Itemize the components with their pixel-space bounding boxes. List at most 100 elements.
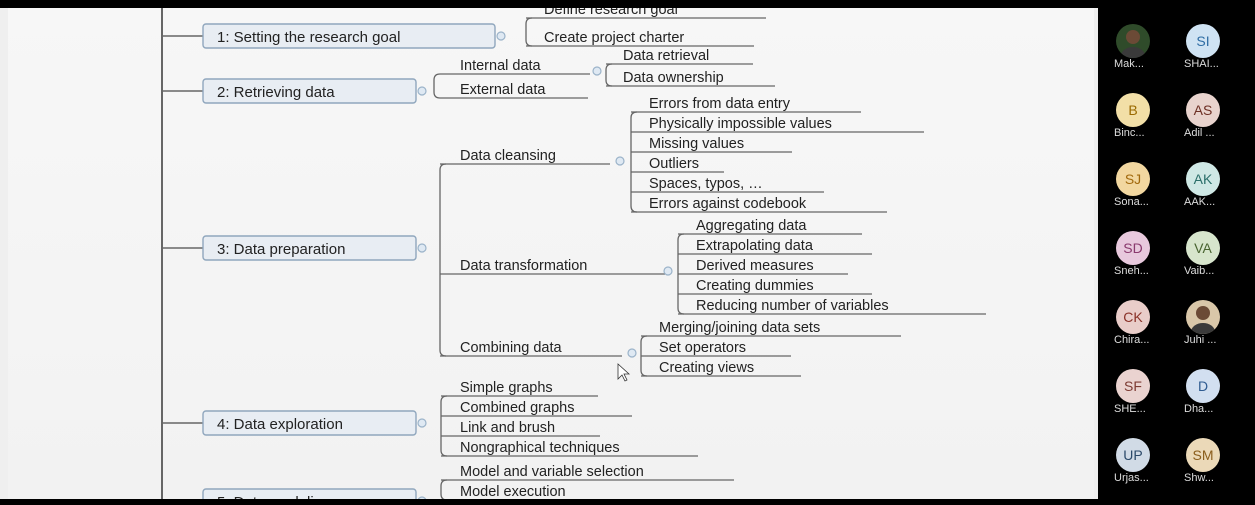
group-label: External data: [460, 82, 546, 98]
person-photo-icon: [1121, 30, 1145, 58]
leaf-label: Data ownership: [623, 70, 724, 86]
leaf-label: Define research goal: [544, 2, 678, 18]
participant-name: Vaib...: [1184, 265, 1215, 277]
participant-name: Sona...: [1114, 196, 1149, 208]
screen-share-view: 1: Setting the research goal 2: Retrievin…: [0, 0, 1098, 505]
stage-label: 5: Data modeling: [217, 494, 330, 505]
collapse-toggle-icon: [496, 31, 506, 41]
stage-box: [202, 488, 417, 499]
group-label: Data transformation: [460, 258, 587, 274]
branch-bracket: [525, 17, 533, 47]
participant-photo: [1186, 300, 1220, 334]
stage-label: 1: Setting the research goal: [217, 29, 400, 46]
participant-photo: [1116, 24, 1150, 58]
leaf-label: Nongraphical techniques: [460, 440, 620, 456]
participant-name: Sneh...: [1114, 265, 1149, 277]
leaf-label: Missing values: [649, 136, 744, 152]
participant-name: Shw...: [1184, 472, 1214, 484]
branch-bracket: [439, 163, 447, 357]
stage-label: 2: Retrieving data: [217, 84, 335, 101]
leaf-label: Model and variable selection: [460, 464, 644, 480]
participant-avatar: D: [1186, 369, 1220, 403]
participant-name: Juhi ...: [1184, 334, 1217, 346]
participant-avatar: SM: [1186, 438, 1220, 472]
stage-box: [202, 78, 417, 104]
leaf-label: Creating dummies: [696, 278, 814, 294]
leaf-label: Spaces, typos, …: [649, 176, 763, 192]
collapse-toggle-icon: [417, 86, 427, 96]
participant-tile[interactable]: Juhi ...: [1176, 290, 1236, 350]
participant-avatar: AS: [1186, 93, 1220, 127]
participant-avatar: B: [1116, 93, 1150, 127]
participant-avatar: UP: [1116, 438, 1150, 472]
leaf-label: Derived measures: [696, 258, 814, 274]
group-label: Internal data: [460, 58, 542, 74]
leaf-label: Link and brush: [460, 420, 555, 436]
leaf-label: Errors against codebook: [649, 196, 807, 212]
participant-avatar: SJ: [1116, 162, 1150, 196]
participant-name: Adil ...: [1184, 127, 1215, 139]
participant-avatar: CK: [1116, 300, 1150, 334]
leaf-label: Data retrieval: [623, 48, 709, 64]
participant-name: Mak...: [1114, 58, 1144, 70]
collapse-toggle-icon: [417, 243, 427, 253]
participant-name: Chira...: [1114, 334, 1150, 346]
stage-box: [202, 410, 417, 436]
participant-name: Binc...: [1114, 127, 1145, 139]
participant-avatar: SI: [1186, 24, 1220, 58]
participant-name: AAK...: [1184, 196, 1216, 208]
person-photo-icon: [1191, 306, 1215, 334]
participant-name: Urjas...: [1114, 472, 1149, 484]
participant-avatar: AK: [1186, 162, 1220, 196]
collapse-toggle-icon: [592, 66, 602, 76]
participant-tile[interactable]: Mak...: [1106, 14, 1166, 74]
leaf-label: Simple graphs: [460, 380, 553, 396]
participant-avatar: SF: [1116, 369, 1150, 403]
leaf-label: Model execution: [460, 484, 566, 500]
mind-map: 1: Setting the research goal 2: Retrievin…: [161, 2, 986, 505]
participant-avatar: VA: [1186, 231, 1220, 265]
branch-bracket: [433, 73, 441, 99]
collapse-toggle-icon: [615, 156, 625, 166]
leaf-label: Physically impossible values: [649, 116, 832, 132]
group-label: Data cleansing: [460, 148, 556, 164]
collapse-toggle-icon: [417, 418, 427, 428]
collapse-toggle-icon: [417, 496, 427, 499]
stage-box: [202, 235, 417, 261]
leaf-label: Aggregating data: [696, 218, 807, 234]
leaf-label: Extrapolating data: [696, 238, 814, 254]
leaf-label: Outliers: [649, 156, 699, 172]
leaf-label: Creating views: [659, 360, 754, 376]
branch-bracket: [440, 395, 448, 457]
group-label: Combining data: [460, 340, 562, 356]
stage-label: 4: Data exploration: [217, 416, 343, 433]
leaf-label: Reducing number of variables: [696, 298, 889, 314]
participant-name: SHE...: [1114, 403, 1146, 415]
branch-bracket: [605, 63, 613, 87]
collapse-toggle-icon: [663, 266, 673, 276]
branch-bracket: [440, 479, 448, 499]
stage-box: [202, 23, 496, 49]
leaf-label: Set operators: [659, 340, 746, 356]
participant-name: SHAI...: [1184, 58, 1219, 70]
shared-slide: 1: Setting the research goal 2: Retrievin…: [8, 8, 1094, 499]
leaf-label: Combined graphs: [460, 400, 574, 416]
participant-avatar: SD: [1116, 231, 1150, 265]
collapse-toggle-icon: [627, 348, 637, 358]
leaf-label: Create project charter: [544, 30, 684, 46]
branch-bracket: [630, 111, 638, 213]
